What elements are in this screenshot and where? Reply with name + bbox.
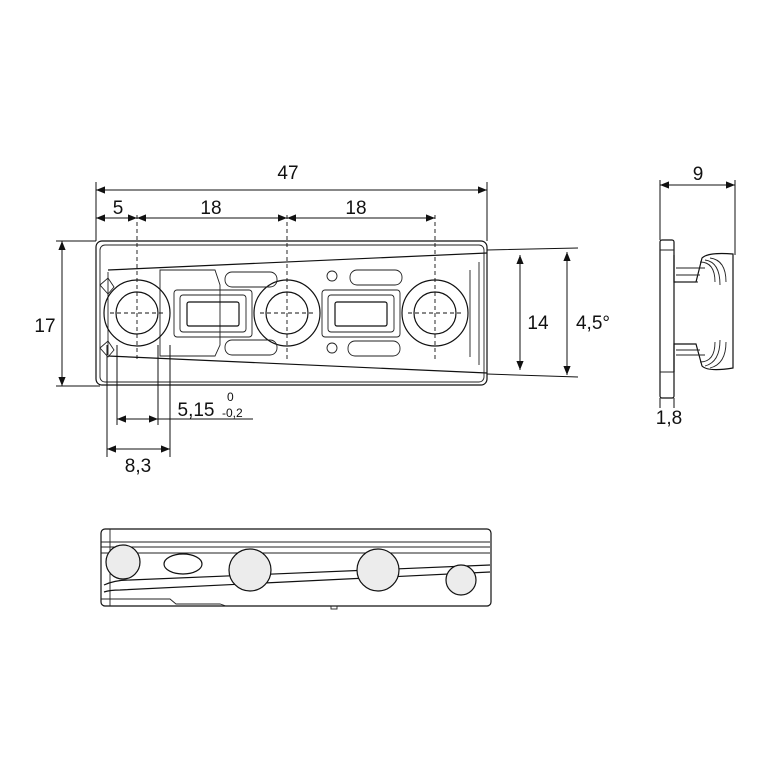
dim-inner-height: 14 [527,313,549,334]
dim-slot-width: 8,3 [125,456,151,477]
dim-flange-thickness: 1,8 [656,408,682,429]
ball-3 [356,548,400,592]
dim-slot-offset-lower-tol: -0,2 [222,406,243,420]
ball-1 [105,544,141,580]
bottom-view [100,528,492,610]
top-view [95,215,488,386]
dim-height: 17 [34,316,55,337]
dim-taper-angle: 4,5° [576,313,610,334]
dim-hole-spacing-2: 18 [345,198,366,219]
dim-edge-to-hole: 5 [113,198,124,219]
dim-hole-spacing-1: 18 [200,198,221,219]
ball-4 [445,564,477,596]
slot-1 [173,289,253,338]
side-view [659,180,736,408]
dim-overall-length: 47 [277,163,298,184]
dim-slot-offset: 5,15 [178,400,215,421]
ball-2 [228,548,272,592]
slot-2 [321,289,401,338]
dim-depth: 9 [693,164,704,185]
dimension-lines [56,182,579,457]
dim-slot-offset-upper-tol: 0 [227,390,234,404]
